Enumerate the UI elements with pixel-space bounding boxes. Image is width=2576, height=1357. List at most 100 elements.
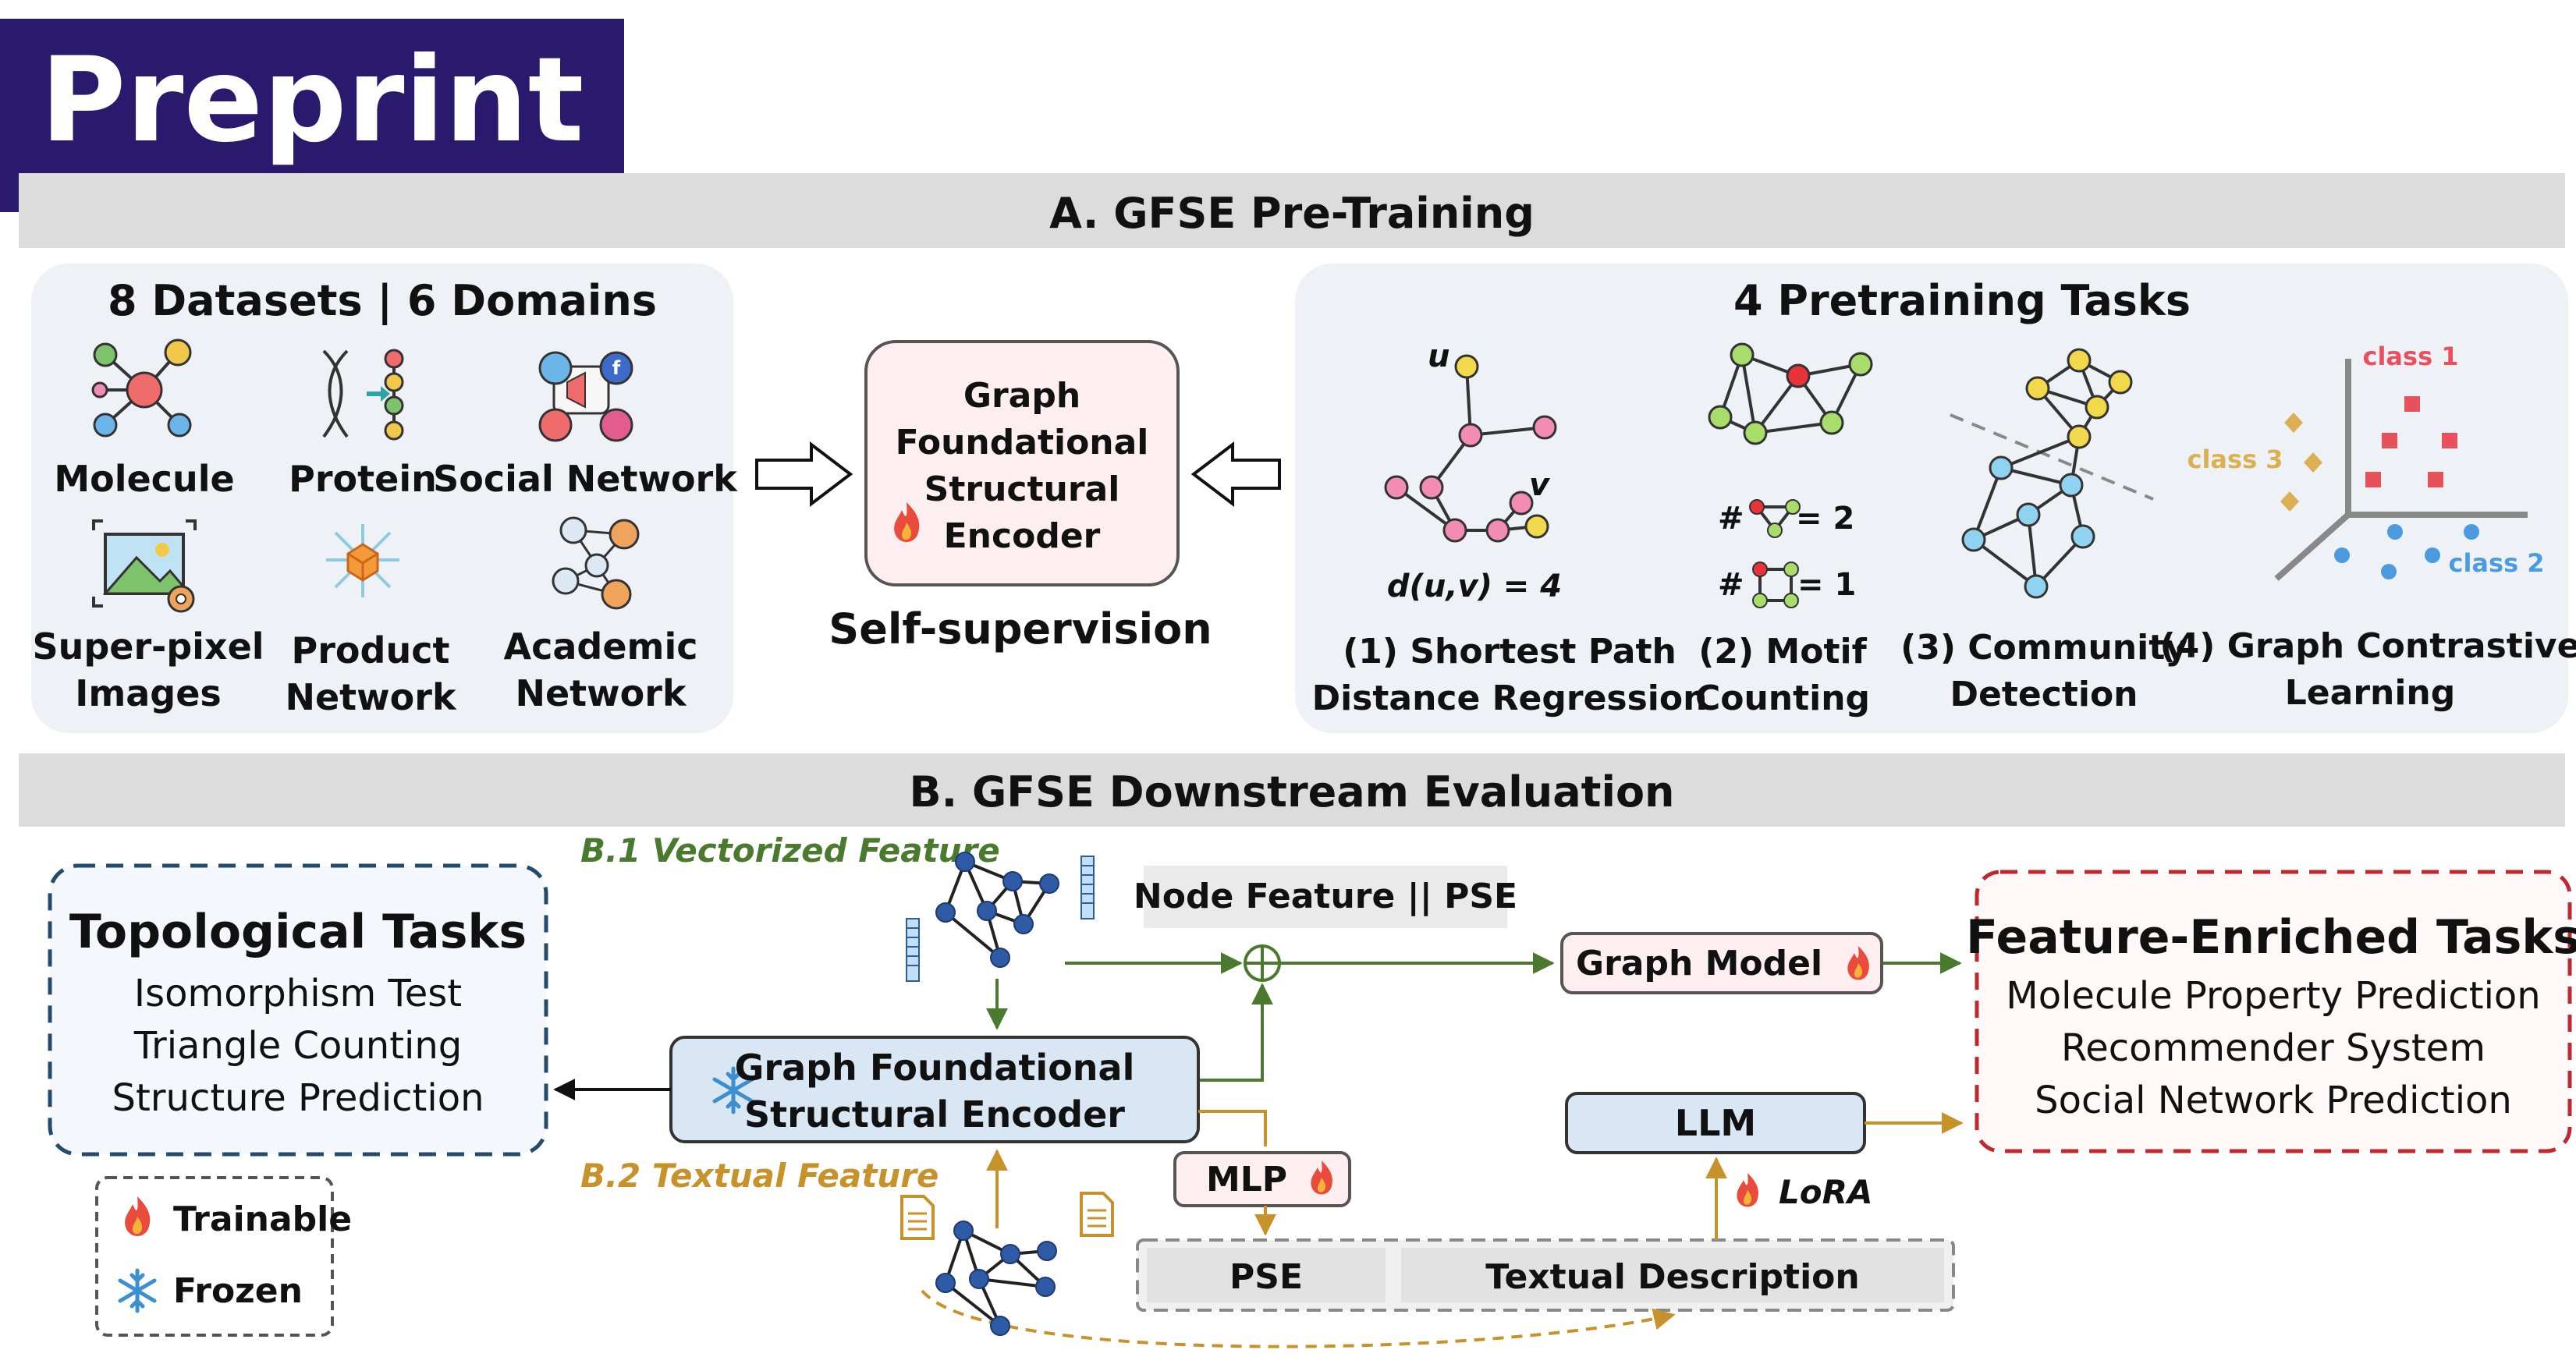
social-network-icon: f — [538, 351, 633, 442]
encoder-line-4: Encoder — [944, 516, 1101, 556]
fire-icon — [1737, 1173, 1758, 1207]
feature-enriched-title: Feature-Enriched Tasks — [1966, 910, 2576, 965]
lora-annotation: LoRA — [1737, 1173, 1872, 1211]
self-supervision-label: Self-supervision — [829, 604, 1212, 654]
b1-label: B.1 Vectorized Feature — [580, 831, 1000, 870]
dataset-label-protein: Protein — [289, 458, 437, 500]
fire-icon — [125, 1196, 151, 1236]
pretraining-encoder-box: Graph Foundational Structural Encoder — [864, 340, 1180, 586]
tasks-to-encoder-arrow — [1190, 441, 1281, 508]
legend-frozen: Frozen — [173, 1271, 303, 1311]
concat-symbol — [1244, 944, 1281, 982]
community-split-line — [1950, 413, 2154, 501]
section-b-header: B. GFSE Downstream Evaluation — [19, 753, 2565, 827]
dataset-label-product-line2: Network — [285, 676, 456, 718]
superpixel-image-icon — [92, 519, 197, 613]
class1-points — [2365, 396, 2457, 487]
node-v-label: v — [1529, 467, 1551, 503]
task-2-line2: Counting — [1695, 678, 1870, 718]
task-2-line1: (2) Motif — [1698, 632, 1867, 671]
downstream-encoder-line2: Structural Encoder — [744, 1093, 1125, 1136]
datasets-to-encoder-arrow — [755, 441, 853, 508]
academic-network-icon — [552, 516, 640, 610]
node-feature-pse-label: Node Feature || PSE — [1134, 877, 1517, 916]
motif-nodes — [1708, 342, 1873, 445]
b2-graph-nodes — [935, 1221, 1057, 1336]
tasks-title: 4 Pretraining Tasks — [1733, 276, 2191, 325]
class2-label: class 2 — [2448, 548, 2544, 578]
node-u-label: u — [1428, 338, 1449, 374]
topological-title: Topological Tasks — [69, 905, 527, 959]
contrastive-axes — [2274, 359, 2528, 581]
motif-hash-1: # — [1718, 501, 1744, 537]
snowflake-icon — [712, 1066, 754, 1114]
encoder-line-2: Foundational — [896, 423, 1149, 462]
textual-flow-lines — [921, 1110, 1964, 1348]
mlp-label: MLP — [1206, 1160, 1287, 1199]
llm-box: LLM — [1565, 1092, 1866, 1154]
class3-label: class 3 — [2187, 445, 2283, 474]
preprint-label: Preprint — [41, 33, 584, 168]
dataset-label-superpixel-line2: Images — [75, 672, 222, 714]
class1-label: class 1 — [2362, 342, 2458, 371]
community-nodes — [1961, 348, 2133, 599]
dataset-label-social-network: Social Network — [433, 458, 738, 500]
class3-points — [2280, 413, 2322, 512]
vectorized-flow-lines — [986, 952, 1962, 1082]
b1-vector-ticks — [907, 865, 1094, 966]
dataset-label-academic-line2: Network — [515, 672, 687, 714]
motif-hash-2: # — [1718, 567, 1744, 603]
dataset-label-product-line1: Product — [292, 629, 450, 671]
motif-triangle-count: = 2 — [1796, 501, 1854, 537]
encoder-line-1: Graph — [963, 376, 1080, 416]
datasets-title: 8 Datasets | 6 Domains — [108, 276, 657, 325]
class2-points — [2334, 524, 2479, 579]
graph-model-label: Graph Model — [1576, 944, 1822, 983]
feature-enriched-item-2: Recommender System — [2061, 1026, 2486, 1070]
llm-label: LLM — [1675, 1102, 1756, 1144]
mlp-box: MLP — [1173, 1151, 1351, 1207]
spd-formula: d(u,v) = 4 — [1387, 569, 1562, 604]
triangle-motif: # = 2 — [1718, 499, 1854, 538]
encoder-line-3: Structural — [924, 469, 1120, 509]
b2-label: B.2 Textual Feature — [580, 1157, 939, 1195]
node-feature-label-box: Node Feature || PSE — [1134, 866, 1517, 928]
molecule-icon — [91, 338, 192, 438]
document-icon — [900, 1195, 935, 1240]
dataset-label-molecule: Molecule — [54, 458, 234, 500]
pse-text-bar: PSE Textual Description — [1136, 1238, 1955, 1312]
motif-square-count: = 1 — [1797, 567, 1856, 603]
dataset-label-superpixel-line1: Super-pixel — [32, 625, 264, 668]
section-b-title: B. GFSE Downstream Evaluation — [909, 767, 1674, 817]
fire-icon — [1847, 946, 1869, 980]
feature-enriched-item-1: Molecule Property Prediction — [2006, 974, 2540, 1018]
document-icon — [1080, 1192, 1114, 1237]
topological-item-3: Structure Prediction — [112, 1076, 484, 1120]
product-network-icon — [326, 524, 399, 597]
graph-model-box: Graph Model — [1560, 932, 1883, 994]
downstream-encoder-line1: Graph Foundational — [735, 1047, 1135, 1089]
b1-graph-nodes — [935, 852, 1059, 968]
task-3-line2: Detection — [1950, 675, 2138, 714]
topological-item-1: Isomorphism Test — [134, 972, 462, 1015]
pretraining-tasks-panel: 4 Pretraining Tasks u v d(u,v) = 4 (1) — [1295, 264, 2576, 733]
task-4-line2: Learning — [2285, 673, 2456, 713]
textual-description-label: Textual Description — [1485, 1257, 1859, 1297]
task-4-line1: (4) Graph Contrastive — [2160, 626, 2576, 666]
downstream-encoder-box: Graph Foundational Structural Encoder — [669, 1036, 1200, 1143]
topological-tasks-box: Topological Tasks Isomorphism Test Trian… — [48, 863, 548, 1157]
square-motif: # = 1 — [1718, 562, 1856, 608]
task-3-line1: (3) Community — [1900, 628, 2187, 668]
dataset-label-academic-line1: Academic — [503, 625, 697, 668]
pse-label: PSE — [1229, 1257, 1303, 1297]
section-a-title: A. GFSE Pre-Training — [1049, 189, 1535, 238]
b2-graph — [944, 1229, 1048, 1327]
task-1-line1: (1) Shortest Path — [1343, 632, 1677, 671]
feature-enriched-tasks-box: Feature-Enriched Tasks Molecule Property… — [1966, 870, 2576, 1153]
section-a-header: A. GFSE Pre-Training — [19, 173, 2565, 248]
legend-trainable: Trainable — [173, 1199, 352, 1239]
fire-icon — [894, 502, 920, 542]
datasets-panel: 8 Datasets | 6 Domains Molecule — [31, 264, 738, 733]
feature-enriched-item-3: Social Network Prediction — [2035, 1079, 2512, 1122]
